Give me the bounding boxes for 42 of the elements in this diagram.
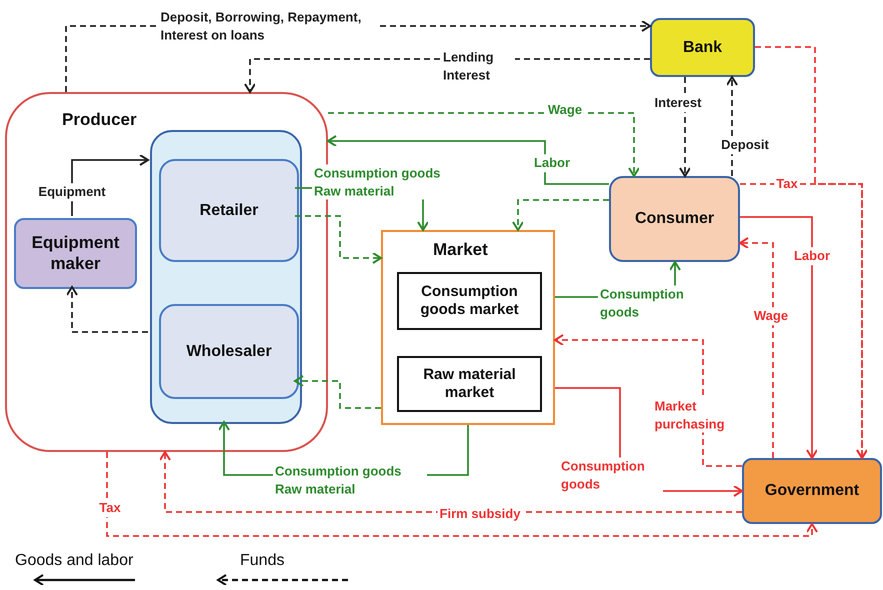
node-label: Equipment maker	[30, 233, 120, 274]
process-box	[742, 458, 882, 524]
edge-label: Interest	[652, 94, 704, 112]
node-label: Government	[764, 481, 860, 501]
group-heading: Market	[433, 240, 488, 260]
dashed-arrow	[679, 77, 691, 177]
legend-label: Goods and labor	[15, 552, 134, 570]
process-box	[159, 304, 299, 399]
legend-label: Funds	[240, 552, 284, 570]
group-box	[381, 230, 555, 425]
container-box	[150, 130, 302, 424]
dashed-arrow	[726, 76, 738, 176]
node-label: Retailer	[200, 200, 258, 220]
edge-label: Labor	[792, 247, 832, 265]
node-label: Raw material market	[422, 366, 517, 402]
dashed-arrow	[328, 112, 640, 177]
edge-label: Tax	[97, 499, 123, 517]
edge-label: Equipment	[36, 183, 108, 201]
arrow	[327, 135, 609, 185]
dashed-arrow	[106, 452, 818, 537]
edge-label: Consumption goods	[559, 457, 663, 493]
process-box	[650, 18, 755, 77]
process-box	[397, 356, 542, 412]
edge-label: Labor	[532, 154, 572, 172]
dashed-arrow	[512, 199, 609, 231]
dashed-arrow	[295, 215, 382, 264]
node-label: Bank	[682, 38, 722, 58]
node-label: Wholesaler	[186, 342, 272, 362]
process-box	[14, 218, 137, 289]
process-box	[609, 176, 740, 262]
dashed-arrow	[740, 183, 868, 459]
process-box	[397, 272, 542, 330]
dashed-arrow	[294, 375, 381, 409]
dashed-arrow	[739, 237, 774, 458]
dashed-arrow	[66, 286, 148, 333]
process-box	[159, 159, 299, 262]
arrow	[740, 216, 818, 459]
node-label: Consumption goods market	[419, 283, 520, 319]
group-heading: Producer	[62, 110, 137, 130]
node-label: Consumer	[634, 209, 714, 229]
dashed-arrow	[554, 334, 742, 467]
edge-label: Wage	[752, 307, 790, 325]
